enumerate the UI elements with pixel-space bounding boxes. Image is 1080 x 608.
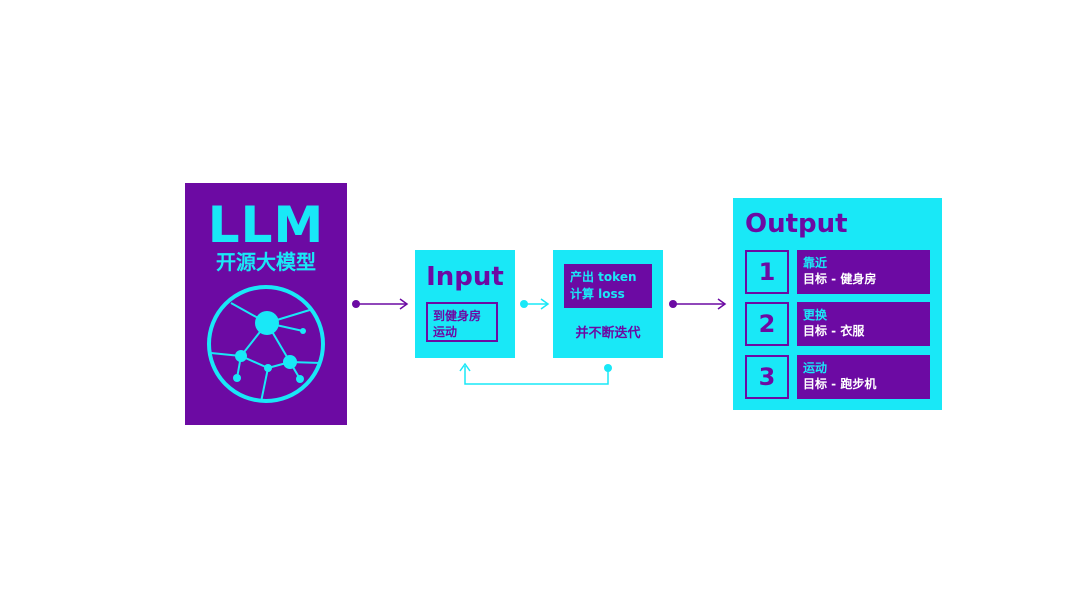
arrow-input-to-process [520,298,550,310]
output-item-target: 目标 - 健身房 [803,272,877,286]
output-item-label: 靠近 [803,256,828,270]
process-line: 产出 token [570,270,637,284]
output-number-3: 3 [745,355,789,399]
output-item-2: 更换 目标 - 衣服 [797,302,930,346]
output-number-1: 1 [745,250,789,294]
output-title: Output [745,209,848,239]
llm-subtitle: 开源大模型 [216,250,316,274]
output-item-label: 运动 [803,361,828,375]
process-content: 产出 token 计算 loss [564,264,652,308]
arrow-llm-to-input [352,298,409,310]
network-icon [207,285,325,403]
input-line: 到健身房 [433,309,482,323]
llm-title: LLM [207,196,325,254]
output-number-2: 2 [745,302,789,346]
output-item-3: 运动 目标 - 跑步机 [797,355,930,399]
output-item-1: 靠近 目标 - 健身房 [797,250,930,294]
input-line: 运动 [433,325,458,339]
arrow-loop-back [459,362,612,385]
output-item-target: 目标 - 跑步机 [803,377,877,391]
process-iterate-label: 并不断迭代 [575,326,641,341]
process-line: 计算 loss [570,287,625,301]
input-content: 到健身房 运动 [426,302,498,342]
arrow-process-to-output [669,298,727,310]
process-box: 产出 token 计算 loss 并不断迭代 [553,250,663,358]
output-box: Output 1 靠近 目标 - 健身房 2 更换 目标 - 衣服 3 运动 目… [733,198,942,410]
output-item-label: 更换 [803,308,828,322]
llm-box: LLM 开源大模型 [185,183,347,425]
input-box: Input 到健身房 运动 [415,250,515,358]
output-item-target: 目标 - 衣服 [803,324,865,338]
input-title: Input [426,262,504,292]
